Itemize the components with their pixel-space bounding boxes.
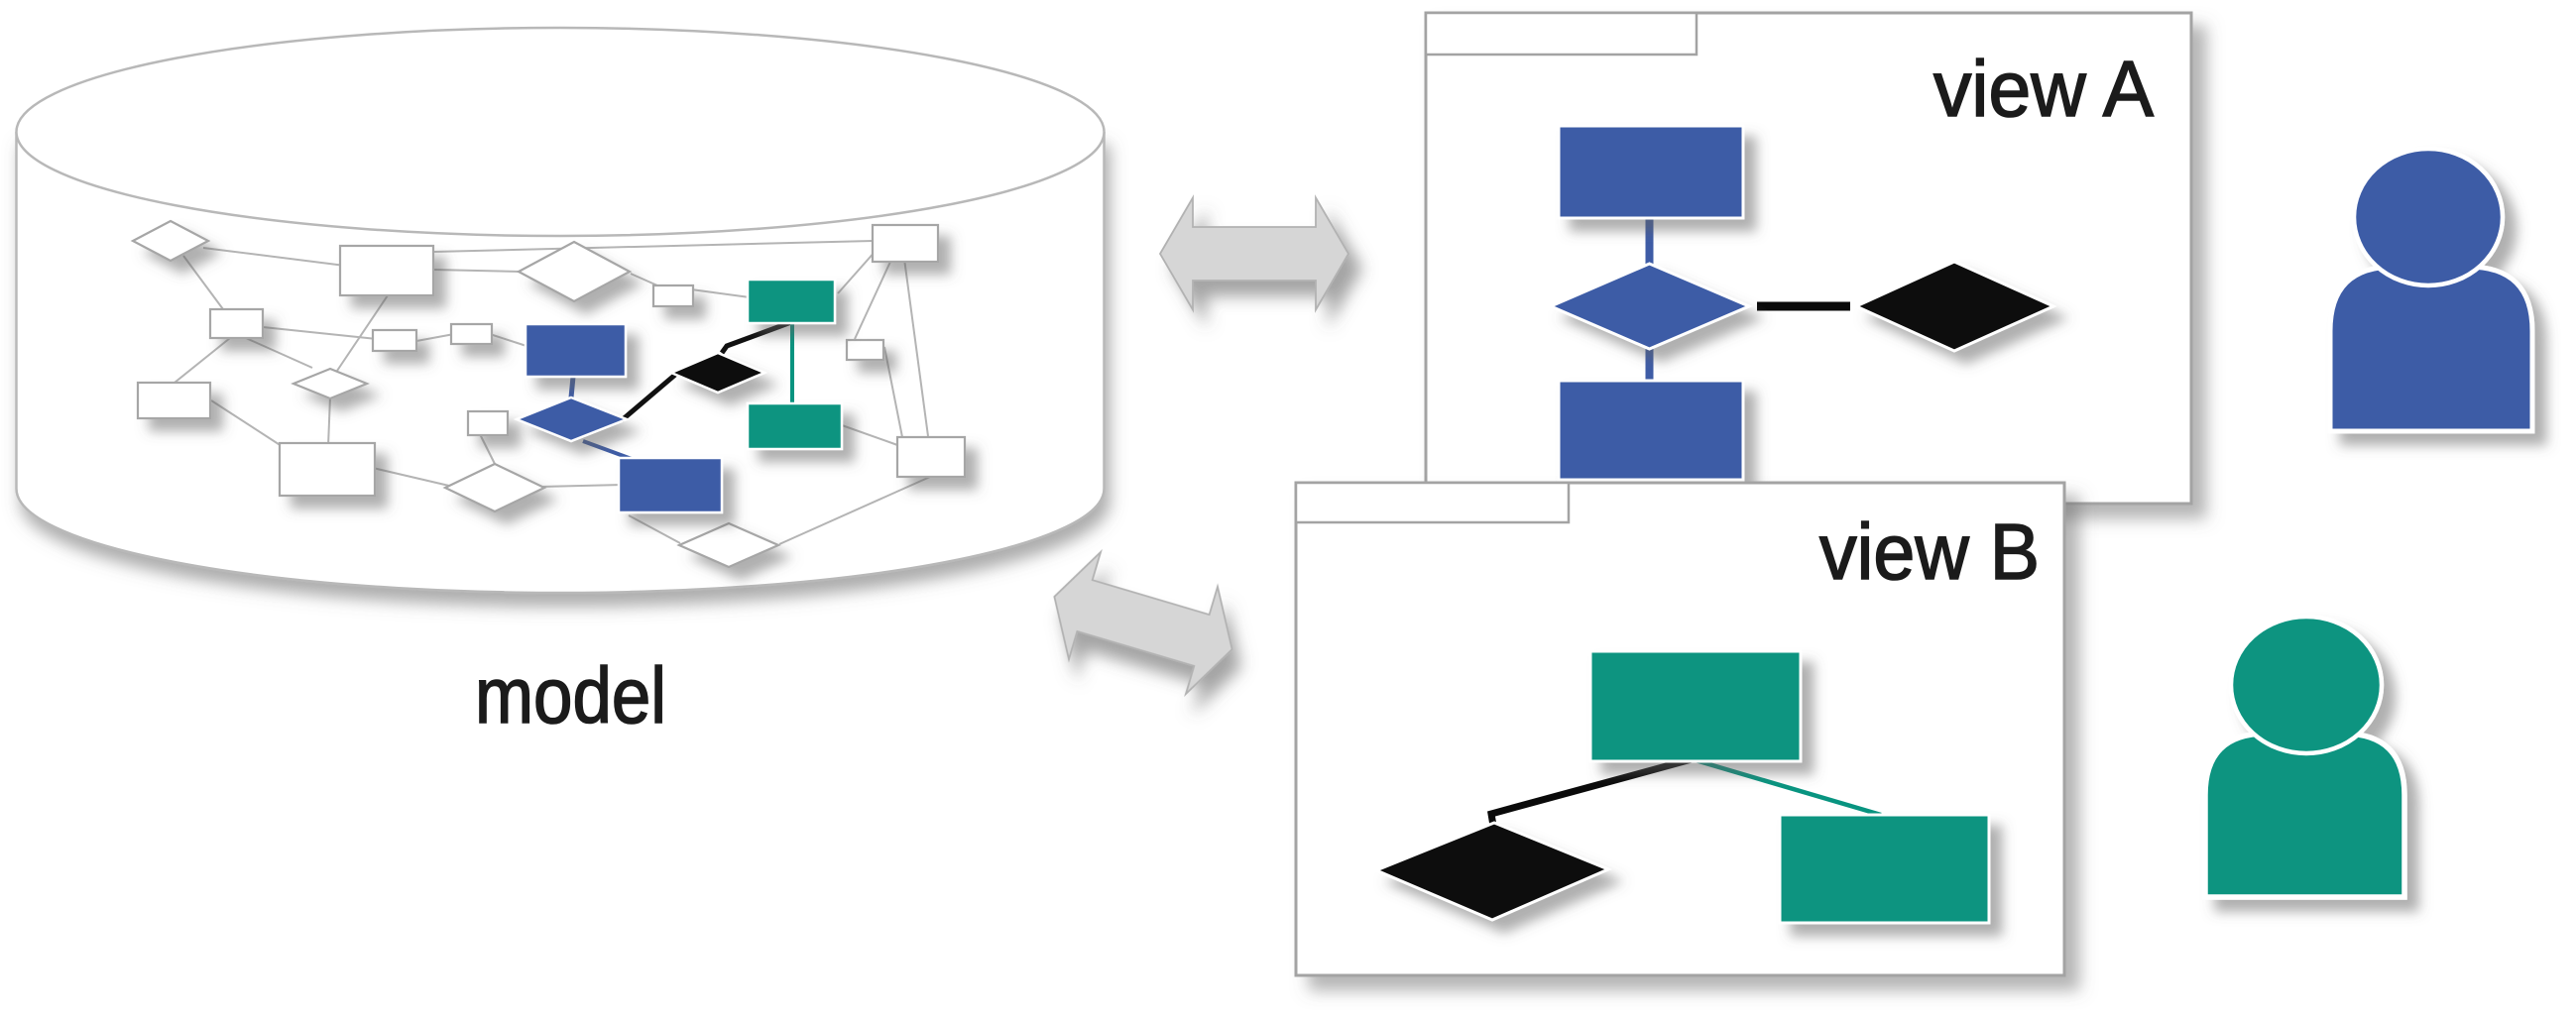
svg-text:view A: view A: [1933, 45, 2155, 133]
svg-text:model: model: [475, 651, 666, 739]
svg-text:view B: view B: [1819, 508, 2040, 596]
